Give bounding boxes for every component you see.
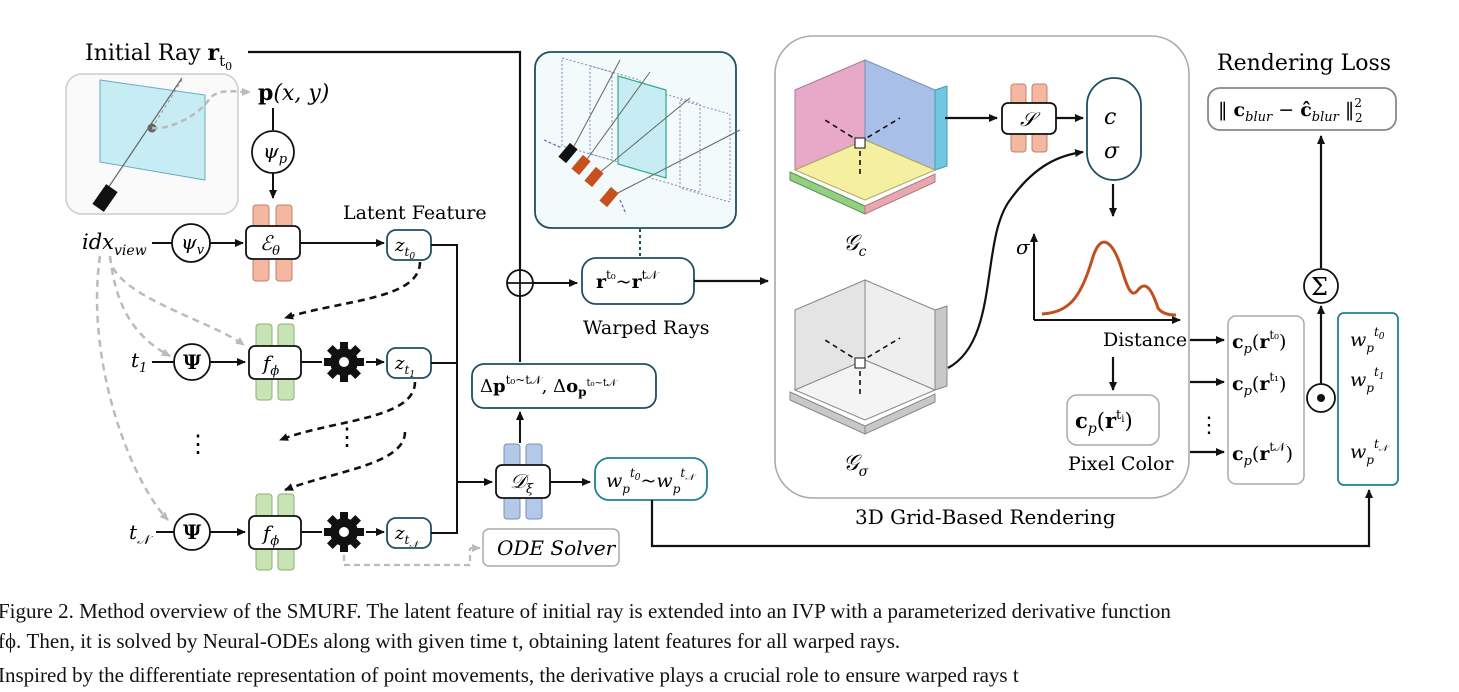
gear-icon [324, 512, 364, 552]
sigma-label: σ [1104, 139, 1120, 164]
warped-rays-label: Warped Rays [583, 317, 709, 339]
method-diagram: Initial Ray rt0 p(x, y) ψp ℰθ idxview ψv… [65, 35, 1399, 571]
sum-node [1303, 268, 1339, 304]
t1-label: t1 [131, 348, 147, 376]
w-column [1337, 312, 1399, 486]
initial-ray-label: Initial Ray rt0 [85, 40, 232, 73]
figure-caption: Figure 2. Method overview of the SMURF. … [0, 596, 1459, 656]
grid-rendering-label: 3D Grid-Based Rendering [855, 505, 1116, 529]
pixel-color-label: Pixel Color [1068, 453, 1174, 475]
c-label: c [1104, 105, 1116, 130]
vdots-3: ⋮ [1198, 413, 1220, 438]
idx-view-label: idxview [82, 230, 147, 259]
decoder-block: 𝒟ξ [495, 443, 551, 520]
svg-text:cp(rt𝒩): cp(rt𝒩) [1232, 440, 1293, 469]
svg-text:Δpt₀~t𝒩, Δopt₀~t𝒩: Δpt₀~t𝒩, Δopt₀~t𝒩 [480, 373, 618, 399]
density-plot: σ [1016, 233, 1181, 324]
encoder-block: ℰθ [245, 204, 301, 282]
f-phi-block-1: fϕ [248, 323, 302, 401]
svg-text:Ψ: Ψ [183, 520, 202, 544]
latent-feature-label: Latent Feature [343, 202, 487, 224]
f-phi-block-N: fϕ [248, 493, 302, 571]
caption-line-2: fϕ. Then, it is solved by Neural-ODEs al… [0, 629, 901, 653]
svg-text:rt₀~rt𝒩: rt₀~rt𝒩 [596, 268, 660, 293]
svg-text:cp(rt₀): cp(rt₀) [1232, 328, 1286, 357]
plot-sigma-label: σ [1016, 235, 1031, 259]
svg-text:Σ: Σ [1311, 273, 1328, 301]
grid-sigma-cube [789, 279, 948, 435]
vdots-1: ⋮ [186, 430, 210, 458]
pixel-color-box [1066, 394, 1160, 446]
rendering-loss-label: Rendering Loss [1217, 51, 1391, 76]
caption-line-1: Figure 2. Method overview of the SMURF. … [0, 599, 1171, 623]
ode-solver-box [482, 528, 620, 567]
loss-box [1207, 87, 1397, 131]
ray-camera-inset [65, 73, 251, 215]
grid-c-cube [789, 59, 948, 215]
warped-rays-inset [534, 51, 741, 229]
gear-icon [324, 342, 364, 382]
ode-solver-label: ODE Solver [497, 536, 617, 560]
svg-text:cp(rti): cp(rti) [1075, 408, 1133, 437]
distance-label: Distance [1103, 329, 1187, 351]
delta-box [471, 363, 657, 409]
svg-text:cp(rt₁): cp(rt₁) [1232, 370, 1286, 399]
c-sigma-box [1086, 77, 1142, 181]
vdots-2: ⋮ [335, 423, 359, 451]
cp-column [1227, 315, 1305, 485]
caption-line-3: Inspired by the differentiate representa… [0, 663, 1019, 687]
tN-label: t𝒩 [129, 520, 154, 548]
p-xy-label: p(x, y) [258, 80, 329, 106]
s-block: 𝒮 [1001, 83, 1057, 153]
svg-text:‖ cblur − ĉblur ‖22: ‖ cblur − ĉblur ‖22 [1218, 96, 1363, 125]
initial-ray-line [248, 50, 522, 270]
svg-text:Ψ: Ψ [183, 350, 202, 374]
